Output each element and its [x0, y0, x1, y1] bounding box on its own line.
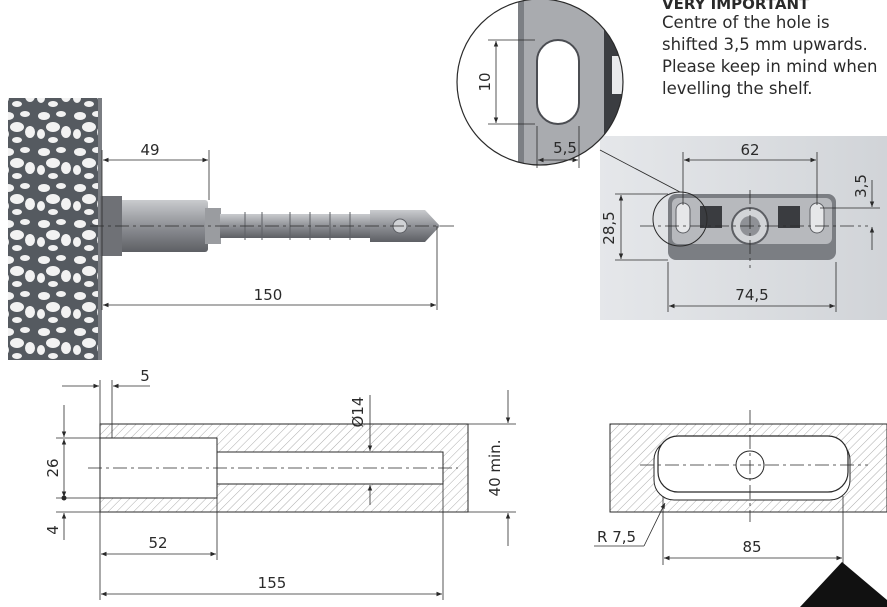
stone-wall — [8, 98, 100, 360]
dim-counterbore-height: 26 — [44, 458, 62, 477]
dim-hole-height: 10 — [476, 72, 494, 91]
note-line: shifted 3,5 mm upwards. — [662, 35, 868, 54]
note-line: levelling the shelf. — [662, 79, 813, 98]
dim-bracket-offset: 3,5 — [852, 174, 870, 198]
bracket-front-view: 62 3,5 28,5 74,5 — [599, 136, 887, 320]
slot-hole — [536, 39, 580, 125]
note-line: Centre of the hole is — [662, 13, 830, 32]
dim-counterbore-depth: 5 — [140, 367, 150, 385]
dim-anchor-length: 150 — [254, 286, 283, 304]
magnifier-lens — [456, 0, 624, 166]
dim-anchor-depth: 49 — [140, 141, 159, 159]
dim-radius: R 7,5 — [597, 528, 636, 546]
dim-total-depth: 155 — [258, 574, 287, 592]
watermark-shape — [800, 562, 887, 607]
dim-counterbore-length: 52 — [148, 534, 167, 552]
dim-bracket-width: 62 — [740, 141, 759, 159]
bore-section-view: 5 Ø14 26 4 52 155 40 min. — [44, 367, 516, 600]
important-note: VERY IMPORTANT Centre of the hole is shi… — [662, 0, 887, 100]
note-title: VERY IMPORTANT — [662, 0, 810, 13]
dim-bracket-total: 74,5 — [735, 286, 768, 304]
dim-edge-offset: 4 — [44, 525, 62, 535]
dim-slot-length: 85 — [742, 538, 761, 556]
dim-min-thickness: 40 min. — [486, 440, 504, 497]
anchor-side-view: 49 150 — [8, 98, 455, 360]
bore-hole — [216, 451, 444, 485]
dim-bracket-height: 28,5 — [600, 211, 618, 244]
slot-plan-view: 85 R 7,5 — [594, 410, 887, 565]
note-line: Please keep in mind when — [662, 57, 878, 76]
dim-bore-diameter: Ø14 — [349, 397, 367, 428]
dim-hole-width: 5,5 — [553, 139, 577, 157]
